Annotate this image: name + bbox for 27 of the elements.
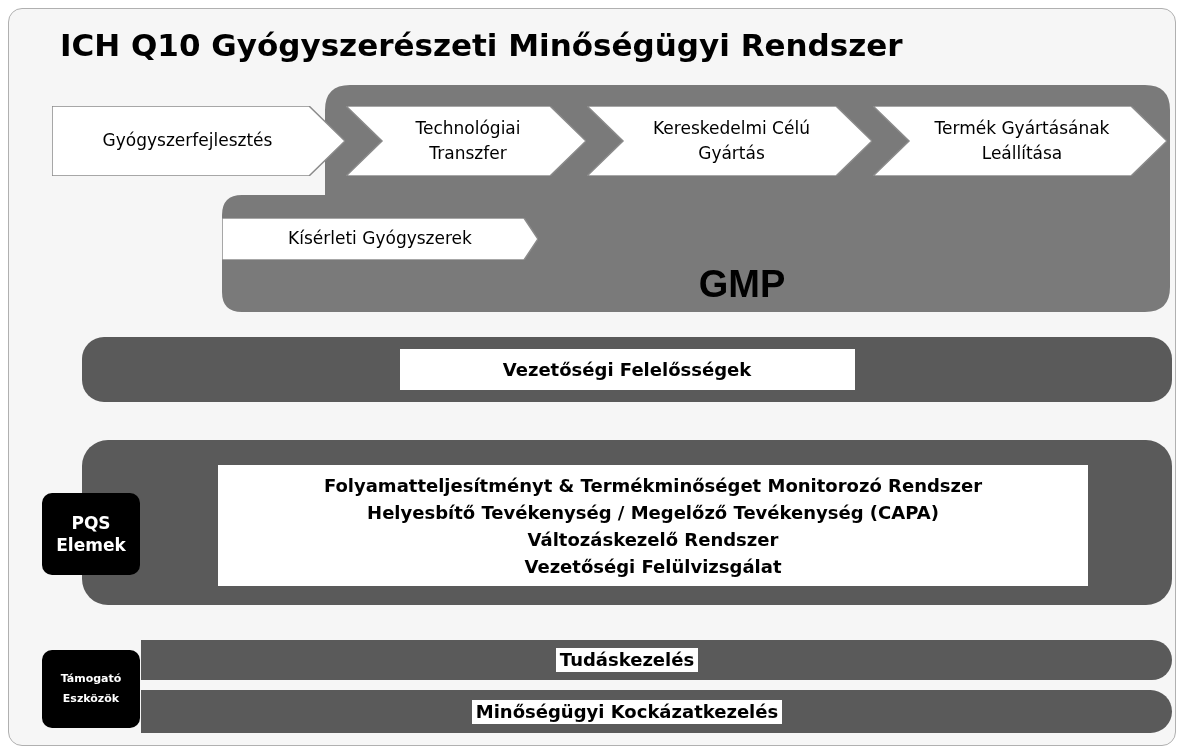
stage-banner [346, 106, 586, 176]
text-box [218, 465, 1088, 586]
band [141, 690, 1172, 733]
list-item: Helyesbítő Tevékenység / Megelőző Tevékenység (CAPA) [367, 500, 939, 525]
stage-banner [587, 106, 872, 176]
category-box [42, 650, 140, 728]
band [141, 640, 1172, 680]
stage-banner [873, 106, 1167, 176]
chevron-label: Kísérleti Gyógyszerek [288, 227, 472, 251]
list-item: Vezetőségi Felülvizsgálat [524, 554, 782, 579]
region-label: GMP [698, 263, 786, 305]
category-label: PQS Elemek [55, 512, 127, 556]
chevron-label: Kereskedelmi Célú Gyártás [652, 116, 811, 165]
band-label: Vezetőségi Felelősségek [399, 349, 855, 390]
band [82, 337, 1172, 402]
category-label: Támogató Eszközök [59, 671, 123, 707]
chevron-label: Termék Gyártásának Leállítása [933, 116, 1111, 165]
list-item: Változáskezelő Rendszer [527, 527, 779, 552]
stage-banner [52, 106, 345, 176]
list-item: Folyamatteljesítményt & Termékminőséget Monitorozó Rendszer [323, 473, 983, 498]
stage-banner [222, 218, 538, 260]
diagram-title: ICH Q10 Gyógyszerészeti Minőségügyi Rendszer [60, 27, 903, 63]
category-box [42, 493, 140, 575]
band-label: Tudáskezelés [555, 648, 699, 672]
chevron-label: Gyógyszerfejlesztés [102, 129, 273, 153]
chevron-label: Technológiai Transzfer [414, 116, 522, 165]
band-label: Minőségügyi Kockázatkezelés [471, 699, 783, 724]
